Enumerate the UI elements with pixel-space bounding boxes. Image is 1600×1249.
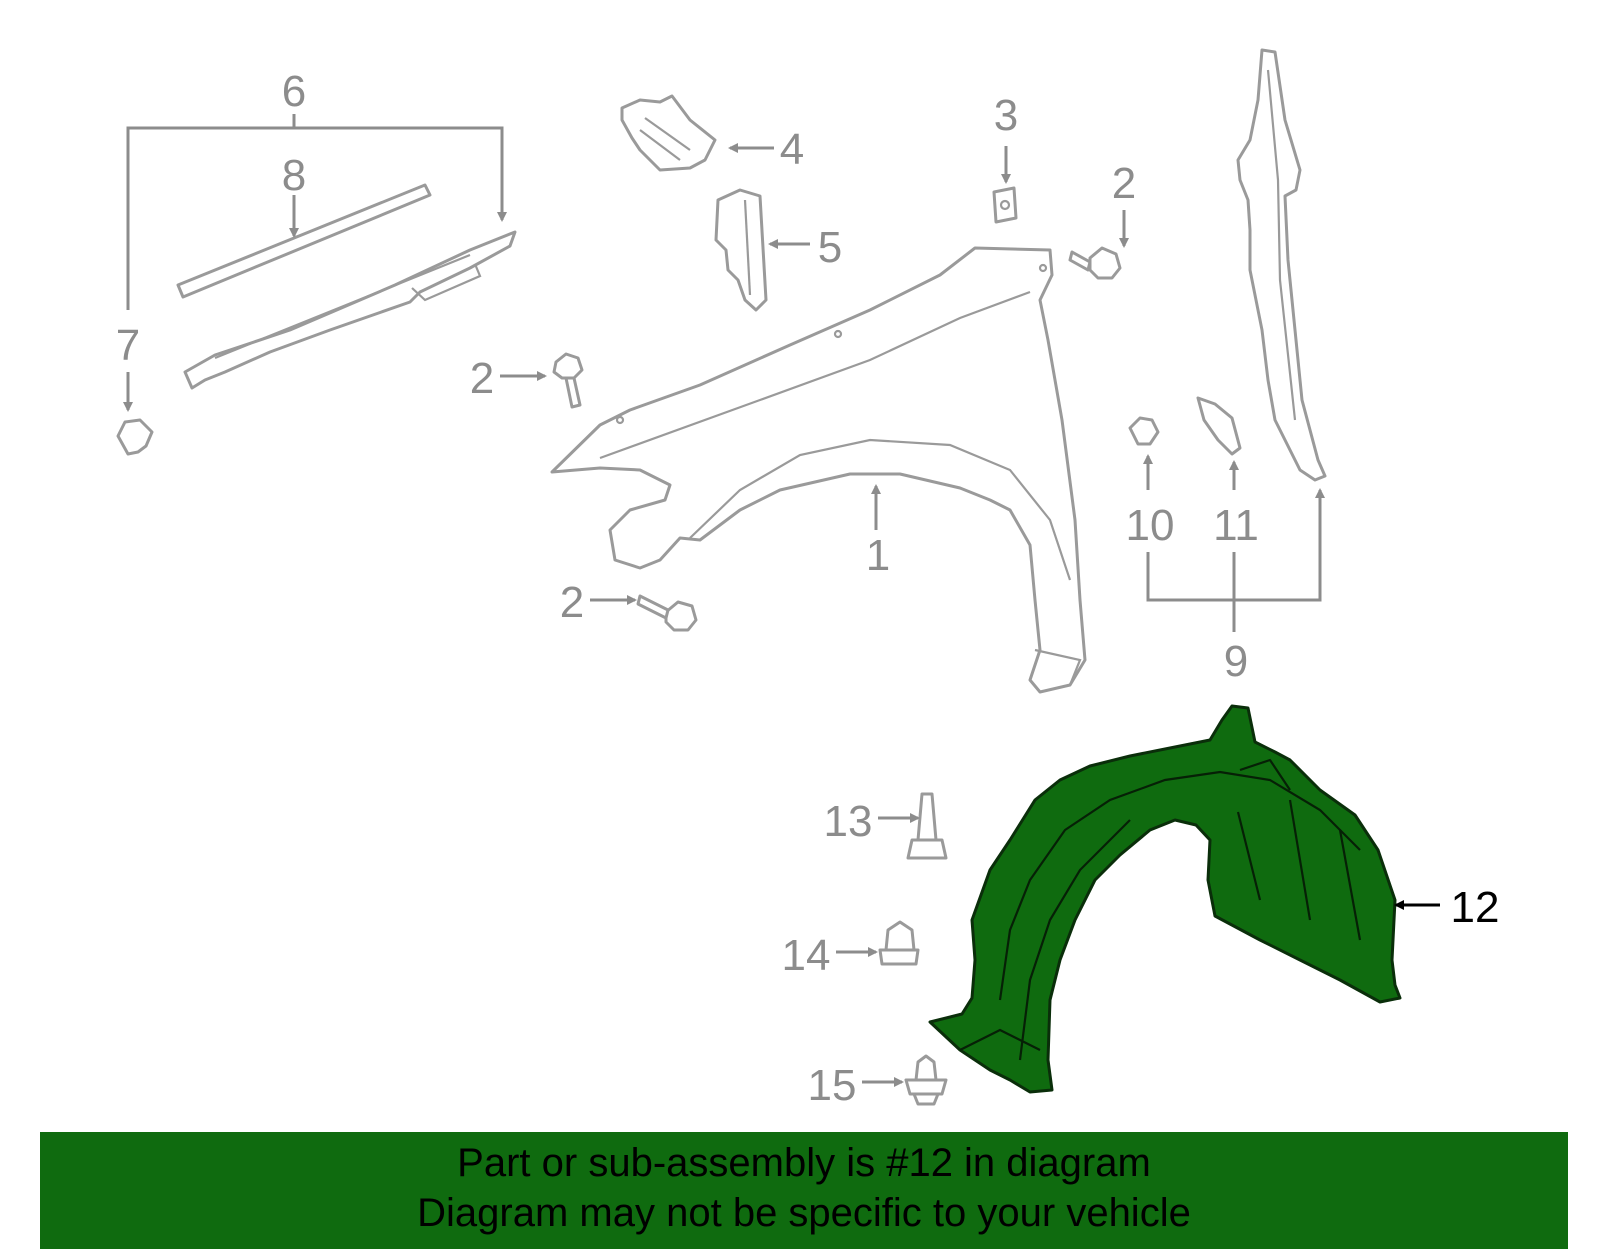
part-14-nut xyxy=(878,920,920,966)
part-2-bolt-c xyxy=(636,594,698,632)
callout-6: 6 xyxy=(282,67,306,116)
part-5-insulator xyxy=(714,188,768,312)
part-7-clip xyxy=(116,418,154,456)
part-4-bracket xyxy=(620,94,717,172)
part-1-fender xyxy=(550,246,1087,694)
callout-12: 12 xyxy=(1451,883,1500,932)
callout-11: 11 xyxy=(1213,501,1259,550)
part-15-clip xyxy=(904,1054,948,1106)
callout-2a: 2 xyxy=(470,354,494,403)
part-2-bolt-b xyxy=(1068,246,1122,280)
callout-4: 4 xyxy=(780,125,804,174)
callout-10: 10 xyxy=(1126,501,1175,550)
callout-5: 5 xyxy=(818,223,842,272)
callout-2c: 2 xyxy=(560,578,584,627)
banner-line-part: Part or sub-assembly is #12 in diagram xyxy=(457,1141,1151,1185)
part-3-clip xyxy=(992,186,1018,224)
part-6-seal-assembly xyxy=(183,230,517,390)
bracket-leader-9 xyxy=(1143,454,1325,632)
info-banner: Part or sub-assembly is #12 in diagram D… xyxy=(40,1132,1568,1249)
part-12-fender-liner xyxy=(928,704,1402,1094)
part-2-bolt-a xyxy=(552,352,584,409)
bracket-leader-6 xyxy=(123,114,507,412)
part-13-screw xyxy=(906,792,948,860)
callout-2b: 2 xyxy=(1112,159,1136,208)
part-11-clip xyxy=(1196,396,1242,456)
part-8-seal xyxy=(176,183,432,299)
callout-14: 14 xyxy=(782,931,831,980)
callout-1: 1 xyxy=(866,531,890,580)
callout-7: 7 xyxy=(116,321,140,370)
callout-3: 3 xyxy=(994,91,1018,140)
callout-15: 15 xyxy=(808,1061,857,1110)
callout-8: 8 xyxy=(282,151,306,200)
callout-13: 13 xyxy=(824,797,873,846)
banner-line-disclaimer: Diagram may not be specific to your vehi… xyxy=(417,1191,1191,1235)
part-9-seal xyxy=(1236,48,1327,482)
part-10-clip xyxy=(1128,416,1160,446)
callout-9: 9 xyxy=(1224,637,1248,686)
